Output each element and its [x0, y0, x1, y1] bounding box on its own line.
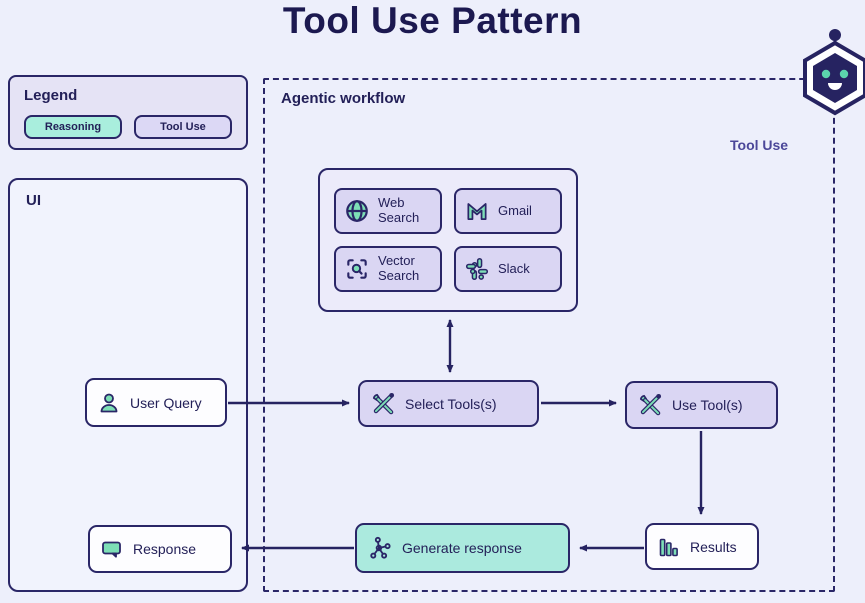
- legend-item-label: Reasoning: [44, 121, 102, 133]
- tool-label: Gmail: [498, 202, 532, 218]
- node-response: Response: [88, 525, 232, 573]
- node-label: Select Tools(s): [405, 395, 497, 412]
- bar-chart-icon: [659, 538, 678, 556]
- robot-hexagon-icon: [803, 29, 865, 116]
- tool-label: Web Search: [378, 195, 420, 225]
- network-nodes-icon: [370, 536, 391, 559]
- chat-bubble-icon: [102, 541, 121, 558]
- node-label: Use Tool(s): [672, 397, 743, 413]
- node-label: Results: [690, 538, 737, 555]
- workflow-corner-label: Tool Use: [730, 137, 789, 153]
- node-label: Response: [133, 541, 197, 557]
- ui-panel-title: UI: [26, 192, 41, 209]
- node-results: Results: [645, 523, 759, 570]
- legend-panel: Legend Reasoning Tool Use: [8, 75, 248, 150]
- page-title: Tool Use Pattern: [282, 0, 583, 41]
- wrench-screwdriver-icon: [372, 392, 395, 414]
- wrench-screwdriver-icon: [639, 393, 662, 416]
- vector-search-icon: [347, 259, 367, 279]
- tool-tile-slack: Slack: [454, 246, 562, 292]
- node-use-tools: Use Tool(s): [625, 381, 778, 429]
- tool-tile-vector-search: Vector Search: [334, 246, 442, 292]
- user-icon: [100, 393, 118, 412]
- node-label: Generate response: [402, 540, 522, 556]
- legend-title: Legend: [24, 87, 78, 104]
- slack-icon: [465, 257, 489, 281]
- node-label: User Query: [130, 394, 202, 411]
- legend-item-tool-use: Tool Use: [134, 115, 232, 139]
- tool-label: Slack: [498, 260, 530, 276]
- legend-item-reasoning: Reasoning: [24, 115, 122, 139]
- globe-icon: [346, 200, 368, 222]
- tool-tile-web-search: Web Search: [334, 188, 442, 234]
- tool-tile-gmail: Gmail: [454, 188, 562, 234]
- legend-item-label: Tool Use: [160, 121, 206, 133]
- node-select-tools: Select Tools(s): [358, 380, 539, 427]
- node-user-query: User Query: [85, 378, 227, 427]
- tool-label: Vector Search: [378, 253, 420, 283]
- agentic-workflow-panel: Agentic workflow: [263, 78, 835, 592]
- agentic-workflow-title: Agentic workflow: [281, 90, 406, 107]
- gmail-icon: [467, 203, 487, 220]
- tools-container: Web Search Gmail Vector Search: [318, 168, 578, 312]
- node-generate-response: Generate response: [355, 523, 570, 573]
